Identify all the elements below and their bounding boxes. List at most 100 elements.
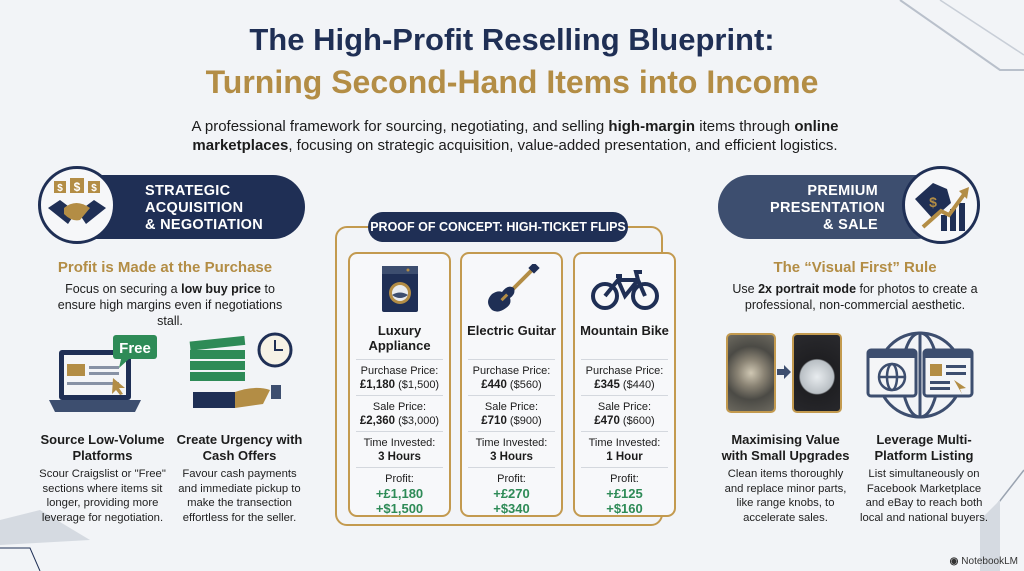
purchase-row: Purchase Price:£1,180 ($1,500)	[356, 359, 443, 395]
label: Time Invested:	[588, 437, 661, 449]
subtitle-bold: online marketplaces	[192, 118, 839, 154]
flip-card-appliance: Luxury Appliance Purchase Price: £1,180 (…	[348, 252, 451, 517]
desc-bold: low buy price	[181, 282, 262, 296]
value: £2,360	[359, 415, 396, 427]
profit-value: +$340	[493, 501, 530, 516]
desc-text: for photos to create a professional, non…	[744, 282, 978, 312]
label: Purchase Price:	[472, 365, 551, 377]
subtitle-text: items through	[695, 118, 795, 135]
laptop-icon: Free	[49, 335, 157, 412]
subtitle: A professional framework for sourcing, n…	[175, 117, 855, 155]
multi-platform-globe-icon	[866, 331, 974, 419]
label: Profit:	[385, 473, 414, 485]
desc-text: Use	[732, 282, 759, 296]
label: Time Invested:	[363, 437, 436, 449]
label: Sale Price:	[484, 401, 539, 413]
time-row: Time Invested:3 Hours	[468, 431, 555, 467]
value: ($600)	[622, 415, 655, 427]
value: £440	[481, 379, 507, 391]
right-item-2: Leverage Multi-Platform Listing List sim…	[856, 432, 992, 525]
value: £345	[594, 379, 620, 391]
bicycle-icon	[590, 270, 659, 310]
left-description: Focus on securing a low buy price to ens…	[45, 281, 295, 329]
header-line: & NEGOTIATION	[145, 217, 264, 233]
subtitle-text: , focusing on strategic acquisition, val…	[288, 137, 838, 154]
card-name: Mountain Bike	[580, 323, 669, 338]
profit-value: +$160	[606, 501, 643, 516]
label: Profit:	[610, 473, 639, 485]
right-description: Use 2x portrait mode for photos to creat…	[730, 281, 980, 313]
item-title: Source Low-Volume Platforms	[40, 432, 165, 463]
flip-card-bike: Mountain Bike Purchase Price: £345 ($440)…	[573, 252, 676, 517]
left-header-text: STRATEGIC ACQUISITION & NEGOTIATION	[145, 183, 263, 234]
value: ($560)	[509, 379, 542, 391]
left-subtitle: Profit is Made at the Purchase	[57, 259, 273, 276]
profit-value: +£125	[606, 486, 643, 501]
profit-row: Profit:+£125+$160	[581, 467, 668, 519]
svg-text:$: $	[929, 194, 937, 210]
card-name: Luxury Appliance	[368, 323, 431, 353]
profit-value: +£1,180	[375, 486, 424, 501]
value: ($3,000)	[398, 415, 440, 427]
left-item-2: Create Urgency with Cash Offers Favour c…	[172, 432, 307, 525]
header-line: PREMIUM	[807, 183, 878, 199]
profit-row: Profit:+£270+$340	[468, 467, 555, 519]
svg-text:$: $	[74, 180, 81, 194]
cash-offer-icon	[189, 332, 293, 408]
value: 3 Hours	[490, 451, 533, 463]
notebooklm-logo-icon: ◉	[949, 556, 959, 567]
after-photo-knob	[792, 333, 842, 413]
purchase-row: Purchase Price: £345 ($440)	[581, 359, 668, 395]
header-line: ACQUISITION	[145, 200, 244, 216]
value: ($900)	[509, 415, 542, 427]
header-line: & SALE	[823, 217, 878, 233]
free-badge: Free	[119, 340, 151, 357]
right-item-1: Maximising Value with Small Upgrades Cle…	[718, 432, 853, 525]
purchase-row: Purchase Price: £440 ($560)	[468, 359, 555, 395]
item-text: List simultaneously on Facebook Marketpl…	[859, 468, 989, 524]
label: Profit:	[497, 473, 526, 485]
header-line: STRATEGIC	[145, 183, 231, 199]
proof-header: PROOF OF CONCEPT: HIGH-TICKET FLIPS	[368, 212, 628, 242]
item-text: Favour cash payments and immediate picku…	[178, 468, 301, 524]
handshake-icon: $ $ $	[38, 166, 116, 244]
label: Sale Price:	[597, 401, 652, 413]
subtitle-text: A professional framework for sourcing, n…	[191, 118, 609, 135]
value: 1 Hour	[606, 451, 643, 463]
flip-card-guitar: Electric Guitar Purchase Price: £440 ($56…	[460, 252, 563, 517]
left-item-1: Source Low-Volume Platforms Scour Craigs…	[35, 432, 170, 525]
value: ($440)	[622, 379, 655, 391]
desc-text: to ensure high margins even if negotiati…	[57, 282, 283, 328]
right-subtitle: The “Visual First” Rule	[773, 259, 937, 276]
label: Purchase Price:	[585, 365, 664, 377]
svg-text:$: $	[57, 183, 63, 194]
svg-text:$: $	[91, 183, 97, 194]
guitar-icon	[487, 262, 540, 312]
item-text: Clean items thoroughly and replace minor…	[724, 468, 847, 524]
time-row: Time Invested: 1 Hour	[581, 431, 668, 467]
title-line2: Turning Second-Hand Items into Income	[205, 64, 819, 100]
price-tag-growth-icon: $	[902, 166, 980, 244]
profit-row: Profit:+£1,180+$1,500	[356, 467, 443, 519]
card-name: Electric Guitar	[467, 323, 556, 338]
value: £1,180	[359, 379, 396, 391]
item-title: Leverage Multi-Platform Listing	[874, 432, 974, 463]
profit-value: +$1,500	[375, 501, 424, 516]
arrow-right-icon	[777, 365, 791, 379]
title-line1: The High-Profit Reselling Blueprint:	[249, 22, 775, 57]
item-title: Create Urgency with Cash Offers	[176, 432, 303, 463]
notebooklm-watermark: ◉NotebookLM	[950, 556, 1018, 567]
before-photo-knob	[726, 333, 776, 413]
sale-row: Sale Price: £710 ($900)	[468, 395, 555, 431]
label: Purchase Price:	[360, 365, 439, 377]
label: Sale Price:	[372, 401, 427, 413]
right-header-text: PREMIUM PRESENTATION & SALE	[770, 183, 885, 234]
subtitle-bold: high-margin	[608, 118, 696, 135]
value: £710	[481, 415, 507, 427]
profit-value: +£270	[493, 486, 530, 501]
brand-text: NotebookLM	[961, 556, 1018, 567]
sale-row: Sale Price: £2,360 ($3,000)	[356, 395, 443, 431]
washing-machine-icon	[381, 266, 418, 312]
item-title: Maximising Value with Small Upgrades	[721, 432, 850, 463]
